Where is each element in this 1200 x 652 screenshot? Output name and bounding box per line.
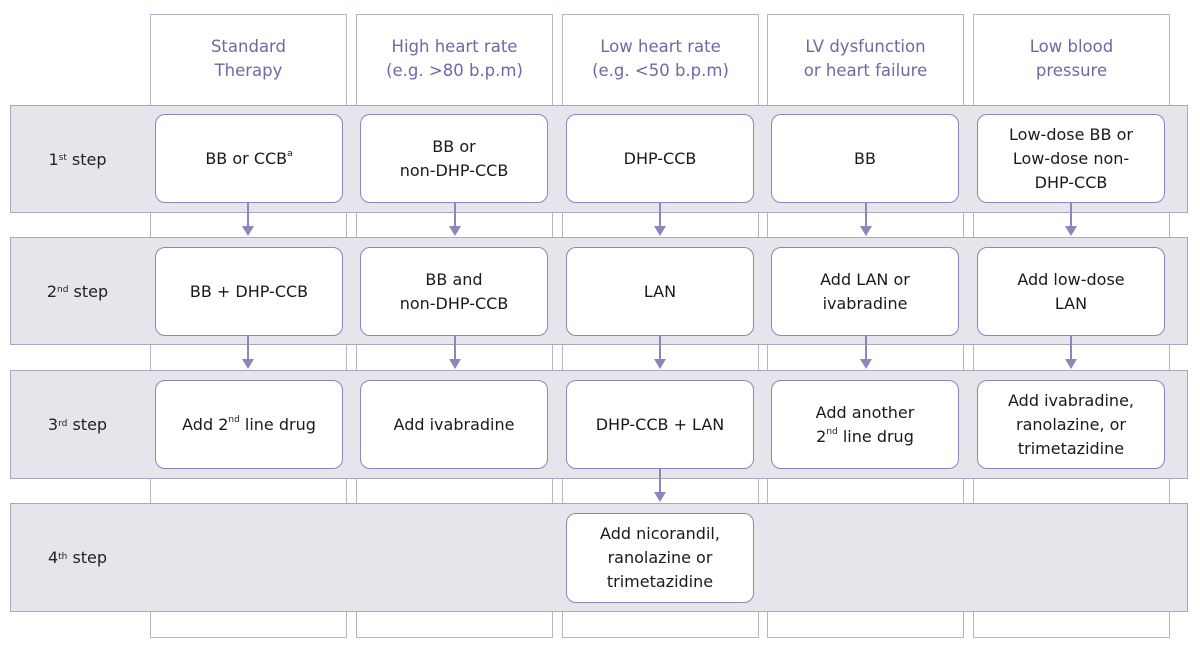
box-text: DHP-CCB	[623, 148, 697, 168]
header-line: Low blood	[1029, 37, 1114, 56]
box-step2-lv: Add LAN or ivabradine	[771, 247, 959, 336]
box-line: Add nicorandil,	[600, 524, 720, 543]
arrow-head	[449, 226, 461, 236]
step-number: 3	[47, 415, 59, 434]
box-line: trimetazidine	[1017, 438, 1125, 458]
box-line: Add ivabradine,	[1008, 390, 1134, 410]
header-line: Standard	[210, 37, 287, 56]
step-word: step	[67, 415, 108, 434]
ordinal-suffix: nd	[228, 415, 240, 426]
box-text: BB or CCB	[205, 148, 288, 168]
arrow-head	[1065, 226, 1077, 236]
arrow-head	[449, 359, 461, 369]
step-word: step	[66, 149, 107, 169]
box-line: LAN	[1054, 293, 1088, 313]
box-step3-high-hr: Add ivabradine	[360, 380, 548, 469]
box-step2-low-bp: Add low-dose LAN	[977, 247, 1165, 336]
column-header-lv: LV dysfunction or heart failure	[767, 14, 964, 104]
box-step2-low-hr: LAN	[566, 247, 754, 336]
box-line: trimetazidine	[606, 572, 714, 591]
box-text: DHP-CCB + LAN	[595, 414, 725, 434]
box-line: DHP-CCB	[1034, 172, 1108, 192]
box-text: line drug	[837, 426, 914, 446]
box-text: Add ivabradine	[393, 414, 515, 434]
box-line: non-DHP-CCB	[399, 293, 509, 313]
column-header-high-hr: High heart rate (e.g. >80 b.p.m)	[356, 14, 553, 104]
arrow-head	[654, 492, 666, 502]
box-text: line drug	[239, 414, 316, 434]
box-line: ranolazine or	[607, 548, 713, 567]
box-text: Add 2	[182, 414, 229, 434]
header-line: High heart rate	[391, 37, 518, 56]
arrow-head	[860, 226, 872, 236]
box-step2-high-hr: BB and non-DHP-CCB	[360, 247, 548, 336]
box-step4-low-hr: Add nicorandil, ranolazine or trimetazid…	[566, 513, 754, 603]
arrow-head	[1065, 359, 1077, 369]
box-step1-low-hr: DHP-CCB	[566, 114, 754, 203]
box-step1-lv: BB	[771, 114, 959, 203]
box-line: ranolazine, or	[1016, 414, 1126, 434]
box-step3-low-bp: Add ivabradine, ranolazine, or trimetazi…	[977, 380, 1165, 469]
box-text: LAN	[643, 281, 677, 301]
ordinal-suffix: nd	[826, 427, 838, 438]
box-line: Add LAN or	[820, 269, 910, 289]
box-line: Low-dose non-	[1012, 148, 1130, 168]
arrow-head	[654, 226, 666, 236]
box-text: 2	[816, 426, 827, 446]
step-word: step	[68, 281, 109, 301]
box-line: Add another	[815, 402, 915, 422]
box-step3-standard: Add 2nd line drug	[155, 380, 343, 469]
step-number: 4	[47, 548, 59, 567]
box-step3-low-hr: DHP-CCB + LAN	[566, 380, 754, 469]
step-word: step	[67, 548, 108, 567]
box-line: Low-dose BB or	[1009, 124, 1133, 144]
column-header-standard: Standard Therapy	[150, 14, 347, 104]
footnote-mark: a	[287, 149, 293, 160]
header-line: (e.g. >80 b.p.m)	[386, 61, 523, 80]
header-line: or heart failure	[803, 61, 928, 80]
box-step1-low-bp: Low-dose BB or Low-dose non- DHP-CCB	[977, 114, 1165, 203]
arrow-head	[242, 359, 254, 369]
header-line: Therapy	[214, 61, 283, 80]
box-line: non-DHP-CCB	[399, 160, 509, 180]
arrow-head	[860, 359, 872, 369]
arrow-head	[654, 359, 666, 369]
box-line: ivabradine	[822, 293, 908, 313]
arrow-head	[242, 226, 254, 236]
header-line: Low heart rate	[600, 37, 721, 56]
box-text: BB	[854, 148, 876, 168]
box-line: BB and	[425, 269, 483, 289]
column-header-low-hr: Low heart rate (e.g. <50 b.p.m)	[562, 14, 759, 104]
box-text: BB + DHP-CCB	[189, 281, 309, 301]
box-line: Add low-dose	[1017, 269, 1125, 289]
step-number: 1	[48, 149, 59, 169]
box-step2-standard: BB + DHP-CCB	[155, 247, 343, 336]
column-header-low-bp: Low blood pressure	[973, 14, 1170, 104]
box-step1-high-hr: BB or non-DHP-CCB	[360, 114, 548, 203]
step-number: 2	[46, 281, 58, 301]
header-line: pressure	[1035, 61, 1108, 80]
box-step3-lv: Add another 2nd line drug	[771, 380, 959, 469]
box-step1-standard: BB or CCBa	[155, 114, 343, 203]
header-line: LV dysfunction	[805, 37, 926, 56]
box-line: BB or	[432, 136, 476, 156]
header-line: (e.g. <50 b.p.m)	[592, 61, 729, 80]
